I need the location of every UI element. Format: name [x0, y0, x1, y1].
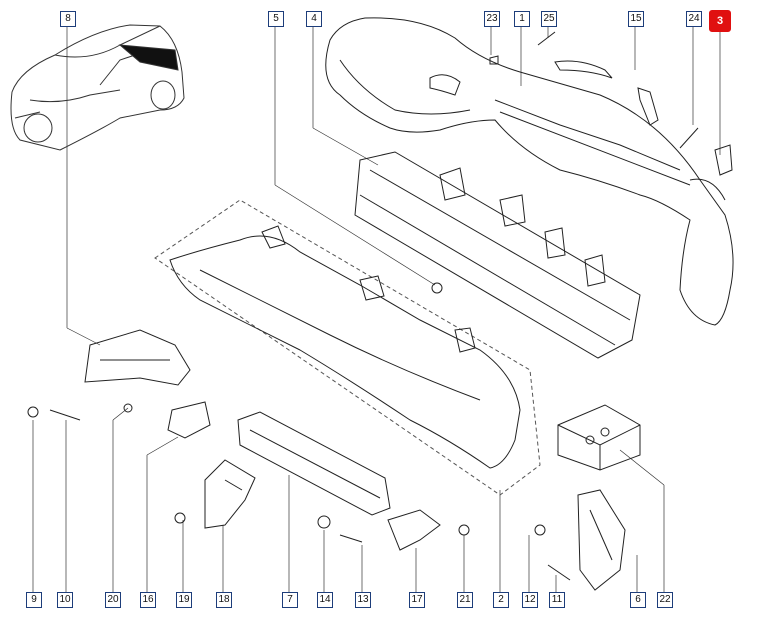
bracket-16 — [167, 401, 211, 439]
leader-lines — [32, 26, 721, 592]
clip-box-22 — [557, 404, 641, 471]
side-bracket-left — [84, 329, 191, 386]
callout-19: 19 — [176, 592, 192, 608]
callout-5: 5 — [268, 11, 284, 27]
callout-7: 7 — [282, 592, 298, 608]
callout-14: 14 — [317, 592, 333, 608]
callout-21: 21 — [457, 592, 473, 608]
clip-3 — [714, 144, 733, 176]
bumper-reinforcement-beam — [354, 151, 641, 359]
callout-11: 11 — [549, 592, 565, 608]
car-thumbnail — [10, 24, 185, 151]
side-bracket-right — [577, 489, 626, 591]
callout-10: 10 — [57, 592, 73, 608]
lower-diffuser — [154, 199, 541, 496]
callout-17: 17 — [409, 592, 425, 608]
callout-1: 1 — [514, 11, 530, 27]
callout-6: 6 — [630, 592, 646, 608]
fasteners — [27, 31, 699, 581]
bracket-17 — [387, 509, 441, 551]
callout-13: 13 — [355, 592, 371, 608]
callout-3-highlighted: 3 — [709, 10, 731, 32]
trim-strip-15 — [554, 60, 659, 126]
callout-22: 22 — [657, 592, 673, 608]
callout-8: 8 — [60, 11, 76, 27]
callout-24: 24 — [686, 11, 702, 27]
callout-9: 9 — [26, 592, 42, 608]
callout-25: 25 — [541, 11, 557, 27]
rear-bumper-cover — [325, 17, 734, 326]
guide-7 — [237, 411, 391, 516]
callout-16: 16 — [140, 592, 156, 608]
callout-18: 18 — [216, 592, 232, 608]
bracket-18 — [204, 459, 256, 529]
callout-4: 4 — [306, 11, 322, 27]
callout-2: 2 — [493, 592, 509, 608]
callout-23: 23 — [484, 11, 500, 27]
callout-15: 15 — [628, 11, 644, 27]
callout-12: 12 — [522, 592, 538, 608]
callout-20: 20 — [105, 592, 121, 608]
